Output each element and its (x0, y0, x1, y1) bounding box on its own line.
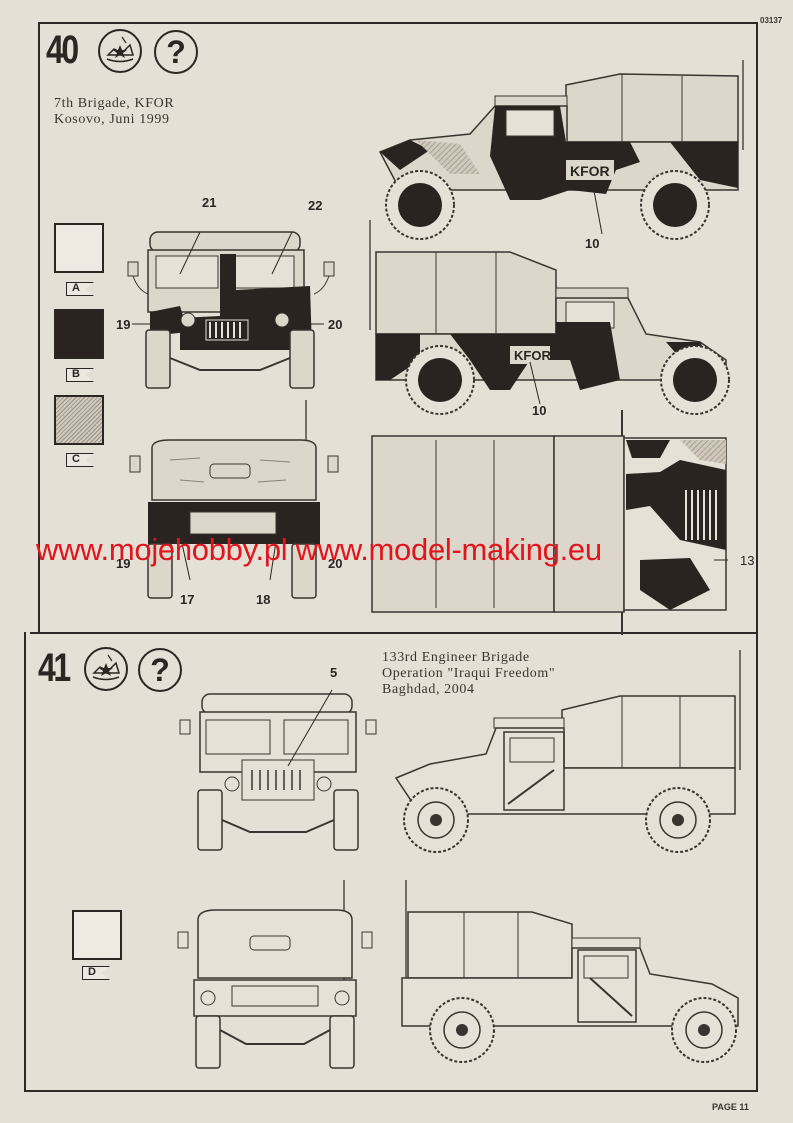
paint-decal-icon (98, 29, 142, 73)
color-swatch-c (54, 395, 104, 445)
caption-line: Operation "Iraqui Freedom" (382, 666, 556, 681)
caption-line: Baghdad, 2004 (382, 682, 475, 697)
kfor-decal: KFOR (570, 163, 610, 179)
humvee-side-view-plain-right (401, 880, 739, 1063)
callout-19: 19 (116, 317, 131, 332)
callout-20: 20 (328, 317, 343, 332)
step-41-caption: 133rd Engineer Brigade Operation "Iraqui… (382, 650, 555, 698)
humvee-top-view-camo (371, 410, 728, 635)
callout-13: 13 (740, 553, 755, 568)
step-number: 41 (38, 646, 71, 690)
callout-20-rear: 20 (328, 556, 343, 571)
humvee-front-view-plain (179, 689, 377, 851)
callout-22: 22 (308, 198, 323, 213)
paint-decal-icon (84, 647, 128, 691)
step-40-panel (38, 22, 758, 634)
step-41-panel (24, 632, 758, 1092)
caption-line: 133rd Engineer Brigade (382, 650, 530, 665)
humvee-rear-view-plain (177, 880, 373, 1069)
humvee-front-view-camo (127, 231, 335, 389)
humvee-side-view-camo-right: KFOR (369, 220, 730, 415)
callout-10-middle: 10 (532, 403, 547, 418)
page-code: 03137 (760, 16, 783, 25)
page-footer: PAGE 11 (712, 1102, 749, 1112)
watermark: www.mojehobby.pl www.model-making.eu (36, 532, 602, 567)
callout-21: 21 (202, 195, 217, 210)
color-label-a: A (66, 282, 94, 296)
callout-19-rear: 19 (116, 556, 131, 571)
help-question-icon: ? (138, 648, 182, 692)
help-question-icon: ? (154, 30, 198, 74)
humvee-side-view-plain-left (394, 650, 741, 853)
step-number: 40 (46, 28, 79, 72)
color-swatch-a (54, 223, 104, 273)
humvee-side-view-camo-left: KFOR (378, 60, 744, 240)
callout-5: 5 (330, 665, 338, 680)
callout-10-top: 10 (585, 236, 600, 251)
color-swatch-d (72, 910, 122, 960)
humvee-rear-view-camo (129, 400, 339, 599)
caption-line: 7th Brigade, KFOR (54, 96, 175, 111)
kfor-decal: KFOR (514, 348, 551, 363)
callout-17: 17 (180, 592, 195, 607)
caption-line: Kosovo, Juni 1999 (54, 112, 170, 127)
color-swatch-b (54, 309, 104, 359)
step-40-caption: 7th Brigade, KFOR Kosovo, Juni 1999 (54, 96, 174, 128)
callout-18: 18 (256, 592, 271, 607)
panel-divider (30, 632, 756, 634)
